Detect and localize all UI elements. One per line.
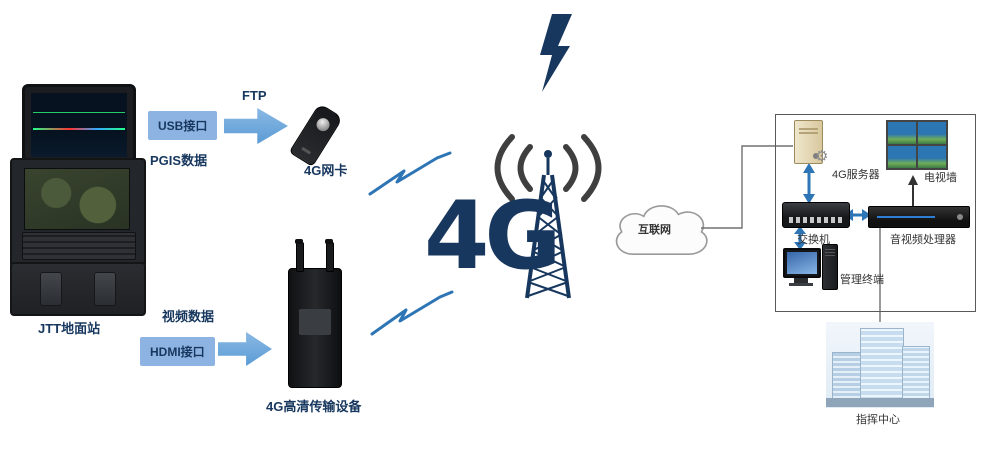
switch-terminal-arrow-icon	[794, 226, 806, 250]
av-processor-icon	[868, 206, 970, 228]
usb-interface-tag: USB接口	[148, 111, 218, 140]
spectrum-screen	[31, 93, 127, 157]
gear-icon: ⚙	[815, 148, 829, 165]
hdmi-interface-tag: HDMI接口	[140, 337, 215, 366]
net-card-label: 4G网卡	[304, 163, 348, 178]
case-latch	[40, 272, 62, 306]
ground-station-lid-screen	[22, 84, 136, 168]
tv-wall-label: 电视墙	[924, 172, 957, 184]
building-left-wing	[832, 352, 862, 402]
tv-wall-icon	[886, 120, 948, 170]
building-right-wing	[902, 346, 930, 402]
connection-lines	[701, 145, 881, 322]
pgis-data-label: PGIS数据	[150, 153, 208, 168]
terminal-tower-icon	[822, 244, 838, 290]
av-processor-label: 音视频处理器	[890, 234, 956, 246]
antenna-icon	[295, 239, 304, 272]
ftp-label: FTP	[242, 88, 267, 103]
command-center-label: 指挥中心	[856, 414, 900, 426]
server-label: 4G服务器	[832, 169, 880, 181]
tv-wall-screen	[888, 146, 916, 168]
case-latch	[94, 272, 116, 306]
terminal-monitor-icon	[783, 248, 821, 278]
radio-waves-icon	[494, 134, 602, 202]
terminal-label: 管理终端	[840, 274, 884, 286]
monitor-base	[789, 283, 813, 286]
logo-lightning-bolt-icon	[540, 14, 572, 92]
equipment-box	[775, 114, 976, 312]
tv-wall-screen	[918, 146, 946, 168]
server-icon	[794, 120, 823, 164]
server-switch-arrow-icon	[803, 163, 815, 204]
tv-wall-screen	[918, 122, 946, 144]
hd-device-label: 4G高清传输设备	[266, 399, 362, 414]
map-screen	[24, 168, 130, 230]
switch-label: 交换机	[797, 234, 830, 246]
processor-tvwall-arrow-icon	[908, 175, 918, 206]
keyboard	[22, 232, 136, 260]
antenna-tower-icon	[525, 150, 571, 299]
ground-station-label: JTT地面站	[38, 321, 101, 336]
transmitter-panel	[299, 309, 331, 335]
hd-transmitter-icon	[288, 239, 342, 388]
ground-station-body	[10, 158, 146, 268]
4g-logo-text: 4G	[424, 182, 562, 291]
building-icon	[826, 322, 934, 408]
building-main-tower	[860, 328, 904, 402]
video-data-label: 视频数据	[162, 309, 215, 324]
cloud-icon	[615, 205, 708, 255]
lightning-link-top-icon	[368, 151, 452, 196]
antenna-icon	[325, 239, 334, 272]
internet-label: 互联网	[638, 224, 671, 236]
switch-icon	[782, 202, 850, 228]
tv-wall-screen	[888, 122, 916, 144]
building-base	[826, 398, 934, 407]
ground-station-image	[10, 84, 146, 316]
lightning-link-bottom-icon	[370, 290, 454, 336]
ground-station-case	[10, 262, 146, 316]
monitor-stand	[794, 278, 808, 283]
